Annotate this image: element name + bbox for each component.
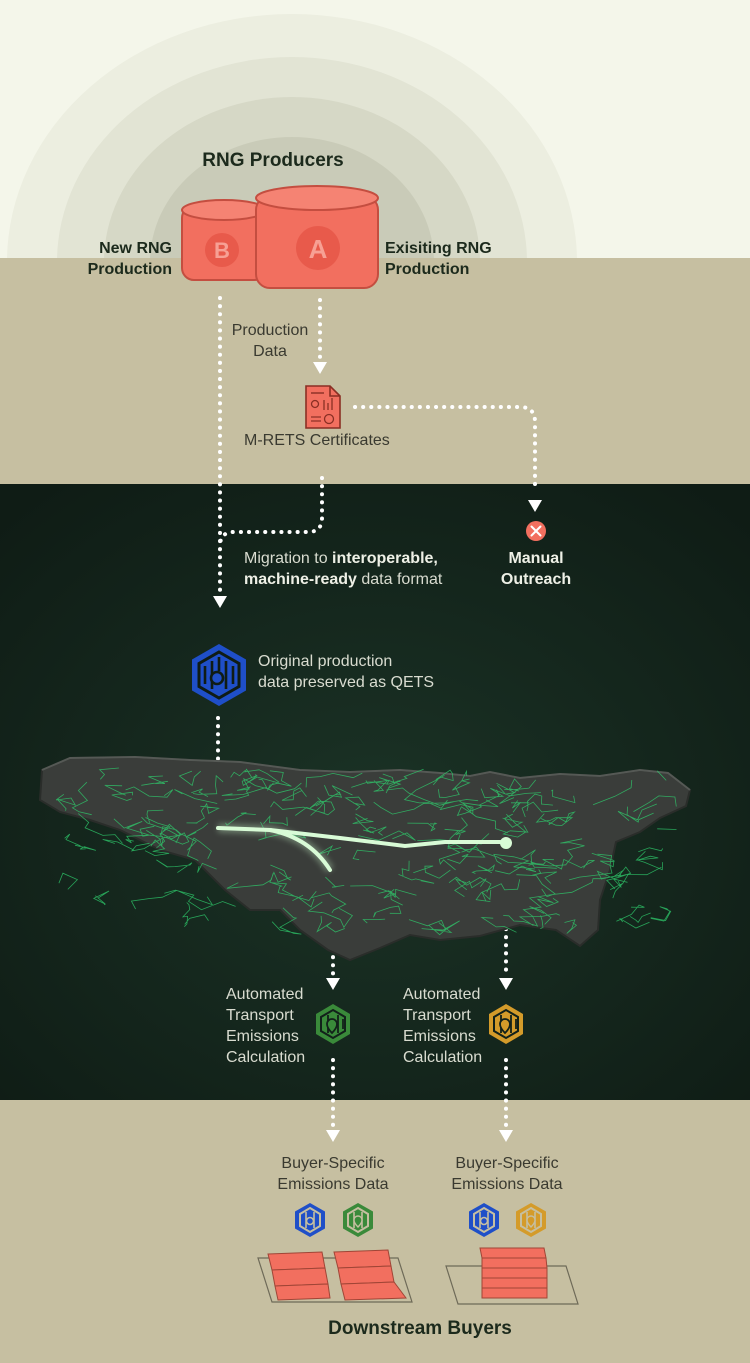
buyer-platform-right <box>445 1247 579 1305</box>
new-production-line-2: Production <box>87 261 172 278</box>
svg-text:A: A <box>309 234 328 264</box>
existing-production-line-1: Exisiting RNG <box>385 240 492 257</box>
tank-a: A <box>255 185 379 289</box>
transport-right-line-1: Automated <box>403 986 481 1003</box>
ground-band-bottom <box>0 1100 750 1363</box>
producers-title: RNG Producers <box>202 150 344 171</box>
buyer-transport-gold-icon <box>516 1203 546 1237</box>
buyer-platform-left <box>257 1249 413 1303</box>
buyer-qets-blue-icon-right <box>469 1203 499 1237</box>
migration-bold-2: machine-ready <box>244 571 357 588</box>
transport-left-line-2: Transport <box>226 1007 294 1024</box>
transport-left-line-4: Calculation <box>226 1049 306 1066</box>
existing-production-line-2: Production <box>385 261 470 278</box>
transport-right-line-4: Calculation <box>403 1049 483 1066</box>
manual-outreach-line-1: Manual <box>508 550 564 567</box>
transport-left-label: Automated Transport Emissions Calculatio… <box>226 984 305 1068</box>
buyer-left-label: Buyer-Specific Emissions Data <box>262 1153 404 1195</box>
qets-hexagon-icon <box>192 644 246 706</box>
transport-emissions-green-icon <box>316 1004 350 1044</box>
ground-band-top <box>0 258 750 484</box>
certificates-label: M-RETS Certificates <box>244 432 390 449</box>
buyer-transport-green-icon <box>343 1203 373 1237</box>
migration-line-1: Migration to interoperable, <box>244 548 442 569</box>
transport-left-line-1: Automated <box>226 986 304 1003</box>
new-production-line-1: New RNG <box>99 240 172 257</box>
migration-post: data format <box>356 571 443 588</box>
flow-manual-outreach <box>353 405 537 490</box>
qets-line-1: Original production <box>258 653 393 670</box>
qets-line-2: data preserved as QETS <box>258 674 435 691</box>
transport-emissions-gold-icon <box>489 1004 523 1044</box>
us-map <box>38 755 692 962</box>
buyer-qets-blue-icon-left <box>295 1203 325 1237</box>
transport-right-label: Automated Transport Emissions Calculatio… <box>403 984 482 1068</box>
manual-outreach-line-2: Outreach <box>500 571 572 588</box>
flow-lines <box>216 296 537 1130</box>
transport-right-line-2: Transport <box>403 1007 471 1024</box>
transport-right-line-3: Emissions <box>403 1028 476 1045</box>
manual-outreach-label: Manual Outreach <box>486 548 586 590</box>
transport-left-line-3: Emissions <box>226 1028 299 1045</box>
migration-label: Migration to interoperable, machine-read… <box>244 548 442 590</box>
existing-production-label: Exisiting RNG Production <box>385 238 492 280</box>
migration-pre: Migration to <box>244 550 333 567</box>
certificate-document-icon <box>305 385 341 429</box>
buyer-right-line-2: Emissions Data <box>451 1176 563 1193</box>
production-data-line-2: Data <box>253 343 287 360</box>
buyer-left-line-2: Emissions Data <box>277 1176 389 1193</box>
pipeline-node <box>500 837 512 849</box>
buyer-left-line-1: Buyer-Specific <box>281 1155 385 1172</box>
buyer-right-line-1: Buyer-Specific <box>455 1155 559 1172</box>
production-data-label: Production Data <box>216 320 324 362</box>
qets-label: Original production data preserved as QE… <box>258 651 434 693</box>
svg-text:B: B <box>214 238 230 263</box>
tank-b: B <box>181 199 267 281</box>
downstream-buyers-title: Downstream Buyers <box>328 1318 512 1339</box>
close-icon <box>526 521 546 541</box>
pipeline-network <box>55 767 677 936</box>
buyer-right-label: Buyer-Specific Emissions Data <box>436 1153 578 1195</box>
new-production-label: New RNG Production <box>40 238 172 280</box>
migration-bold-1: interoperable, <box>332 550 438 567</box>
production-data-line-1: Production <box>231 322 309 339</box>
migration-line-2: machine-ready data format <box>244 569 442 590</box>
